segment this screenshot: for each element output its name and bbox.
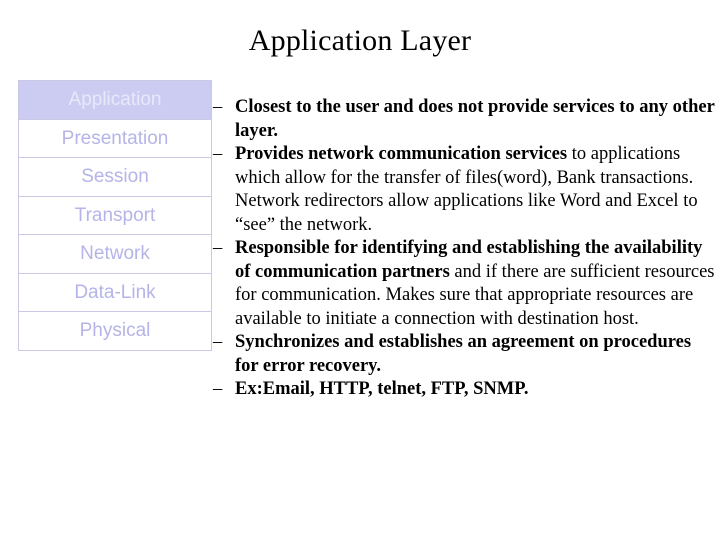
bullet-dash-icon: – <box>213 144 223 164</box>
list-item-text: Synchronizes and establishes an agreemen… <box>235 331 716 378</box>
bullet-dash-icon: – <box>213 379 223 399</box>
list-item: –Ex:Email, HTTP, telnet, FTP, SNMP. <box>213 378 716 402</box>
stack-layer-data-link: Data-Link <box>19 273 211 312</box>
text-segment: Provides network communication services <box>235 144 568 164</box>
text-segment: to applications which allow for the tran… <box>235 144 698 235</box>
bullet-list: –Closest to the user and does not provid… <box>213 96 716 402</box>
text-segment: Responsible for identifying and establis… <box>235 238 703 282</box>
page-title: Application Layer <box>248 24 472 57</box>
stack-layer-transport: Transport <box>19 196 211 235</box>
list-item: –Closest to the user and does not provid… <box>213 96 716 143</box>
stack-layer-presentation: Presentation <box>19 119 211 158</box>
list-item-text: Closest to the user and does not provide… <box>235 96 716 143</box>
list-item-text: Ex:Email, HTTP, telnet, FTP, SNMP. <box>235 378 716 402</box>
list-item-text: Responsible for identifying and establis… <box>235 237 716 331</box>
bullet-dash-icon: – <box>213 97 223 117</box>
list-item-text: Provides network communication services … <box>235 143 716 237</box>
text-segment: Closest to the user and does not provide… <box>235 97 715 141</box>
text-segment: Ex:Email, HTTP, telnet, FTP, SNMP. <box>235 379 529 399</box>
list-item: –Provides network communication services… <box>213 143 716 237</box>
list-item: –Synchronizes and establishes an agreeme… <box>213 331 716 378</box>
stack-layer-physical: Physical <box>19 312 211 351</box>
stack-layer-session: Session <box>19 158 211 197</box>
text-segment: and if there are sufficient resources fo… <box>235 261 715 329</box>
stack-layer-network: Network <box>19 235 211 274</box>
bullet-dash-icon: – <box>213 332 223 352</box>
stack-layer-application: Application <box>19 81 211 120</box>
list-item: –Responsible for identifying and establi… <box>213 237 716 331</box>
bullet-dash-icon: – <box>213 238 223 258</box>
text-segment: Synchronizes and establishes an agreemen… <box>235 332 692 376</box>
